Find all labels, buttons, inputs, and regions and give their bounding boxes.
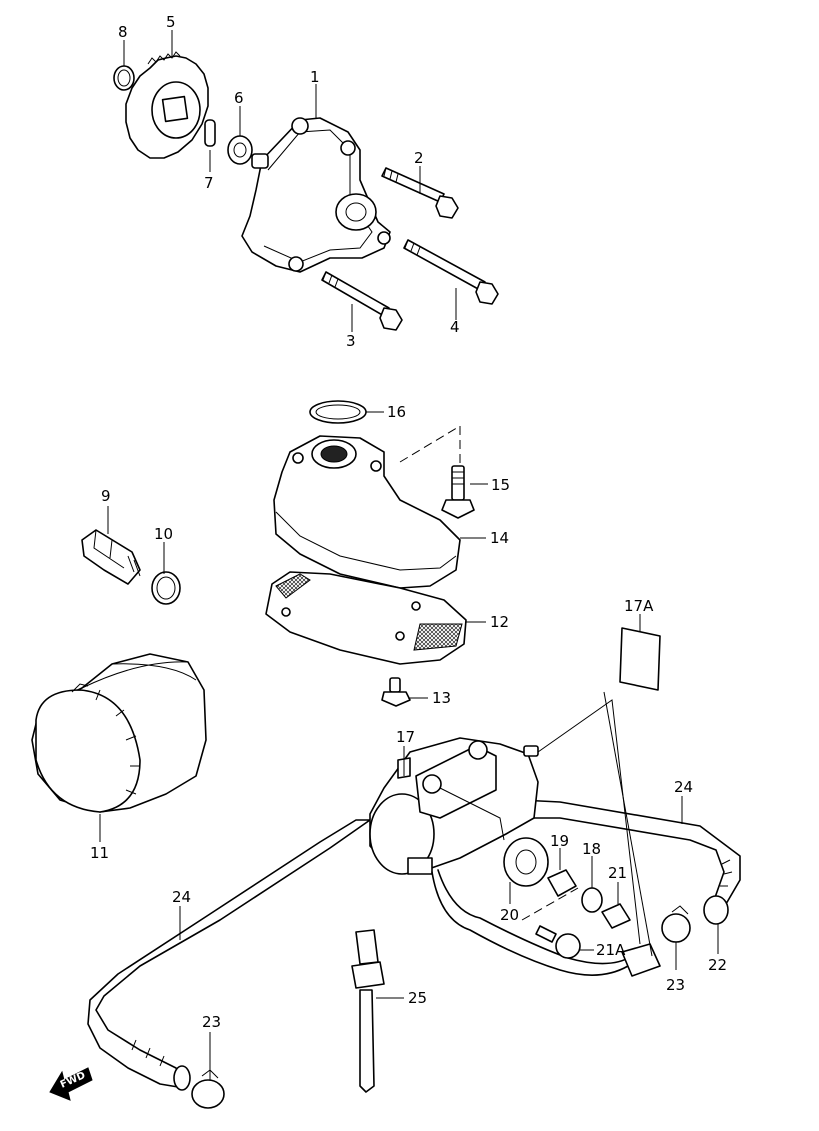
- callout-1: 1: [310, 68, 320, 86]
- part-1-oil-pump: [241, 117, 391, 273]
- callout-19: 19: [550, 832, 569, 850]
- line-to-17A-a: [537, 699, 641, 945]
- callout-12: 12: [490, 613, 509, 631]
- callout-6: 6: [234, 89, 244, 107]
- callout-11: 11: [90, 844, 109, 862]
- part-23-clamp-left: [191, 1069, 225, 1109]
- part-23-clamp-right: [661, 905, 691, 943]
- part-6-washer: [227, 135, 253, 165]
- part-15-bolt: [441, 465, 475, 519]
- callout-23-left: 23: [202, 1013, 221, 1031]
- part-5-gear: [125, 51, 209, 159]
- callout-22: 22: [708, 956, 727, 974]
- dash-line-15: [399, 425, 461, 466]
- callout-21: 21: [608, 864, 627, 882]
- callout-16: 16: [387, 403, 406, 421]
- callout-3: 3: [346, 332, 356, 350]
- part-7-pin: [204, 119, 216, 147]
- callout-2: 2: [414, 149, 424, 167]
- part-24-hose-left: [87, 819, 371, 1091]
- callout-14: 14: [490, 529, 509, 547]
- callout-4: 4: [450, 318, 460, 336]
- part-3-bolt: [321, 271, 403, 331]
- part-20-rubber-mount: [503, 837, 549, 887]
- part-18-washer: [581, 887, 603, 913]
- part-connector: [621, 943, 661, 977]
- callout-25: 25: [408, 989, 427, 1007]
- part-8-circlip: [113, 65, 135, 91]
- line-to-17A-b: [603, 691, 653, 957]
- part-11-oil-filter: [31, 653, 207, 813]
- part-2-bolt: [381, 167, 459, 219]
- dash-line-21A: [521, 887, 579, 921]
- part-25-cable-tie: [351, 929, 385, 1093]
- callout-21A: 21A: [596, 941, 626, 959]
- part-9-fitting: [81, 529, 141, 585]
- part-22-sleeve: [703, 895, 729, 925]
- callout-24-left: 24: [172, 888, 191, 906]
- callout-9: 9: [101, 487, 111, 505]
- part-19-spacer: [547, 869, 577, 897]
- callout-20: 20: [500, 906, 519, 924]
- callout-17: 17: [396, 728, 415, 746]
- part-14-strainer-housing: [273, 435, 461, 589]
- callout-23-right: 23: [666, 976, 685, 994]
- part-17-pump-unit: [369, 737, 539, 875]
- part-4-bolt: [403, 239, 499, 305]
- callout-17A: 17A: [624, 597, 654, 615]
- callout-7: 7: [204, 174, 214, 192]
- fwd-arrow: FWD: [49, 1067, 93, 1101]
- part-12-strainer-screen: [265, 571, 467, 665]
- part-13-bolt: [381, 677, 411, 707]
- part-21A-bolt: [535, 925, 581, 959]
- part-16-o-ring: [309, 400, 367, 424]
- wire-harness: [431, 871, 629, 976]
- callout-13: 13: [432, 689, 451, 707]
- callout-8: 8: [118, 23, 128, 41]
- part-21-bolt: [601, 903, 631, 929]
- callout-18: 18: [582, 840, 601, 858]
- wire-harness-2: [437, 869, 633, 965]
- callout-10: 10: [154, 525, 173, 543]
- callout-15: 15: [491, 476, 510, 494]
- part-10-gasket: [151, 571, 181, 605]
- callout-24-right: 24: [674, 778, 693, 796]
- part-17A-label: [619, 627, 661, 691]
- callout-5: 5: [166, 13, 176, 31]
